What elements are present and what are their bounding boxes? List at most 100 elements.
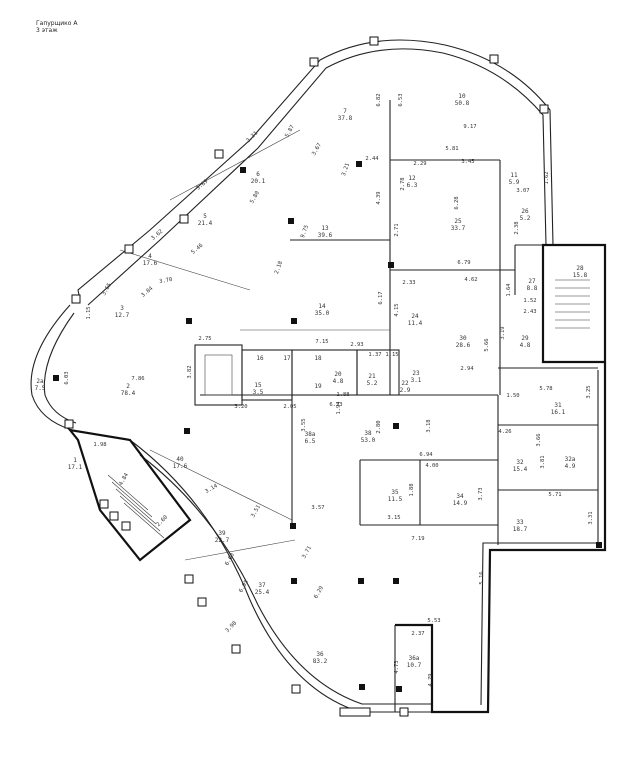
dimension-label: 5.46 [190,243,204,256]
dimension-label: 3.82 [187,365,193,378]
room-area: 17.6 [143,260,158,267]
dimension-label: 3.71 [301,545,313,559]
dimension-label: 2.71 [394,223,400,236]
room-area: 15.8 [573,272,588,279]
dimension-label: 1.94 [336,401,342,415]
room-area: 39.6 [318,232,333,239]
room-area: 37.8 [338,115,353,122]
room-area: 14.9 [453,500,468,507]
dimension-label: 3.21 [341,162,351,177]
room-number: 3 [120,305,124,312]
room-area: 3.5 [253,389,264,396]
dimension-label: 6.28 [454,196,460,209]
dimension-label: 6.17 [378,291,384,304]
room-number: 15 [254,382,262,389]
dimension-label: 3.65 [101,282,113,296]
room-area: 50.8 [455,100,470,107]
room-area: 18.7 [513,526,528,533]
plan-title: Гапурщико А 3 этаж [36,20,77,34]
dimension-label: 3.73 [478,487,484,500]
room-area: 6.3 [407,182,418,189]
room-area: 17.6 [173,463,188,470]
dimension-label: 1.62 [544,171,550,184]
dimension-label: 2.75 [198,336,211,342]
stair-west [107,474,165,539]
room-number: 39 [218,530,226,537]
dimension-label: 1.52 [523,298,536,304]
room-number: 17 [283,355,291,362]
room-number: 31 [554,402,562,409]
room-area: 5.2 [520,215,531,222]
room-number: 19 [314,383,322,390]
room-area: 8.8 [527,285,538,292]
room-number: 11 [510,172,518,179]
room-number: 21 [368,373,376,380]
room-area: 4.9 [565,463,576,470]
dimension-label: 2.78 [400,177,406,190]
dimension-label: 3.14 [204,483,219,495]
room-number: 27 [528,278,536,285]
room-number: 10 [458,93,466,100]
dimension-label: 1.15 [385,352,398,358]
dimension-label: 1.88 [409,483,415,496]
dimension-label: 3.98 [224,620,238,634]
dimension-label: 3.15 [387,515,400,521]
dimension-label: 6.60 [224,552,236,566]
dimension-label: 2.93 [350,342,363,348]
room-area: 21.4 [198,220,213,227]
room-area: 20.1 [251,178,266,185]
room-area: 22.7 [215,537,230,544]
columns [64,36,549,717]
dimension-label: 6.79 [457,260,470,266]
room-area: 10.7 [407,662,422,669]
dimension-label: 3.70 [159,277,173,285]
sanitary-block [194,344,400,406]
dimension-label: 9.17 [463,124,476,130]
room-area: 11.5 [388,496,403,503]
dimension-label: 2.29 [413,161,426,167]
room-number: 14 [318,303,326,310]
dimension-label: 3.18 [426,419,432,432]
dimension-label: 2.80 [376,420,382,433]
dimension-label: 7.19 [411,536,424,542]
room-area: 78.4 [121,390,136,397]
room-area: 33.7 [451,225,466,232]
room-number: 38а [305,431,316,438]
room-area: 3.1 [411,377,422,384]
dimension-label: 4.73 [394,660,400,673]
room-number: 24 [411,313,419,320]
room-area: 4.8 [333,378,344,385]
dimension-label: 5.66 [484,338,490,351]
owner-label: Гапурщико А [36,20,78,27]
room-area: 83.2 [313,658,328,665]
room-area: 16.1 [551,409,566,416]
dimension-label: 4.00 [425,463,438,469]
dimension-label: 6.95 [238,579,250,593]
dimension-label: 3.20 [234,404,247,410]
dimension-label: 3.89 [195,179,209,192]
outer-wall-east-inner [480,370,599,706]
room-area: 5.9 [509,179,520,186]
outer-wall-south-inner [139,454,432,705]
dimension-label: 3.31 [588,511,594,524]
dimension-label: 4.15 [394,303,400,316]
room-number: 6 [256,171,260,178]
dimension-label: 4.39 [376,191,382,204]
room-area: 25.4 [255,589,270,596]
outer-wall-west [30,304,73,431]
dimension-label: 3.57 [311,505,324,511]
room-number: 5 [203,213,207,220]
dimension-label: 3.51 [250,504,262,518]
room-area: 53.0 [361,437,376,444]
dimension-label: 3.07 [516,188,529,194]
room-number: 34 [456,493,464,500]
dimension-label: 4.26 [498,429,511,435]
dimension-label: 6.03 [64,371,70,384]
outer-wall-north [77,39,554,301]
dimension-label: 1.98 [93,442,106,448]
room-number: 26 [521,208,529,215]
dimension-label: 5.81 [445,146,458,152]
dimension-label: 3.55 [301,418,307,431]
dimension-label: 7.86 [131,376,144,382]
dimension-label: 2.38 [514,221,520,234]
